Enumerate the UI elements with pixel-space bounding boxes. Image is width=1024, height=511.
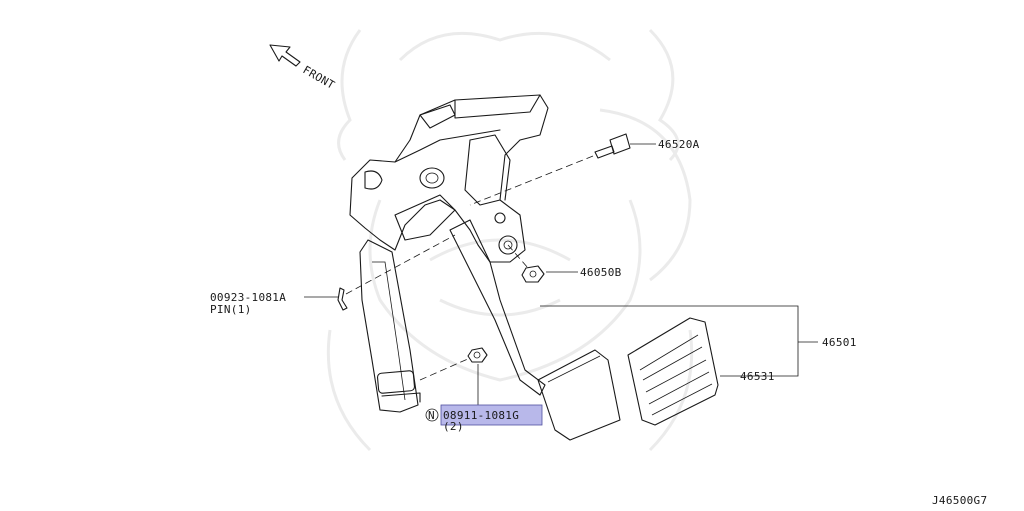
callout-00923-1081a: 00923-1081A xyxy=(210,291,286,304)
watermark-emblem xyxy=(326,28,694,452)
callout-46520a: 46520A xyxy=(658,138,700,151)
callouts: 46520A 46050B 00923-1081A PIN(1) 46501 4… xyxy=(210,138,857,433)
nut-08911-1081g xyxy=(467,347,488,363)
assembly-dashed-lines xyxy=(345,155,594,381)
nut-46050b xyxy=(521,265,545,283)
bolt-46520a xyxy=(594,133,631,159)
callout-08911-qty: (2) xyxy=(443,420,464,433)
pedal-pad xyxy=(627,317,719,426)
front-arrow: FRONT xyxy=(269,44,338,92)
brake-pedal-arm xyxy=(449,219,621,441)
clutch-pedal-arm xyxy=(359,239,421,413)
front-arrow-icon xyxy=(269,44,301,67)
pedal-bracket xyxy=(349,94,549,263)
figure-code: J46500G7 xyxy=(932,494,987,507)
callout-highlight xyxy=(440,404,543,426)
leader-lines xyxy=(304,143,818,406)
callout-n-prefix: N xyxy=(428,409,435,422)
pin-00923-1081a xyxy=(337,287,348,311)
callout-46050b: 46050B xyxy=(580,266,622,279)
callout-pin-qty: PIN(1) xyxy=(210,303,252,316)
front-label: FRONT xyxy=(301,63,338,92)
callout-08911-1081g: 08911-1081G xyxy=(443,409,519,422)
callout-46531: 46531 xyxy=(740,370,775,383)
n-circle-icon xyxy=(425,408,439,422)
callout-46501: 46501 xyxy=(822,336,857,349)
